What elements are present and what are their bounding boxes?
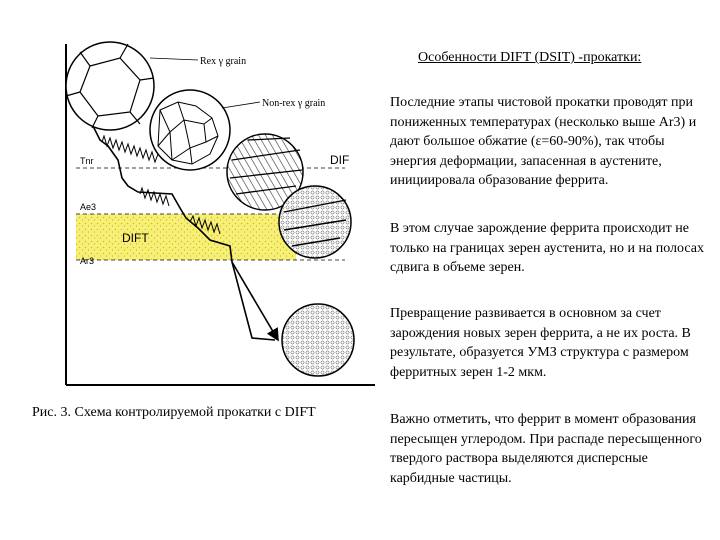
rolling-pass-3 [189,214,221,235]
process-arrow [231,261,279,342]
dift-zone [76,214,296,260]
non-rex-grain-micrograph [149,89,231,171]
rex-grain-label: Rex γ grain [200,56,246,67]
ultrafine-ferrite-micrograph [281,303,355,377]
rex-grain-micrograph [65,41,155,131]
dift-zone-label: DIFT [122,231,149,245]
figure-caption: Рис. 3. Схема контролируемой прокатки с … [32,405,316,420]
paragraph-4: Важно отметить, что феррит в момент обра… [390,412,702,486]
paragraph-2: В этом случае зарождение феррита происхо… [390,221,704,275]
tnr-label: Tnr [80,156,94,166]
dif-label: DIF [330,153,349,167]
deformed-grain-micrograph [226,133,304,211]
section-heading: Особенности DIFT (DSIT) -прокатки: [418,50,642,65]
rex-grain-pointer [149,57,199,61]
ae3-label: Ae3 [80,202,96,212]
ferrite-nucleation-micrograph [278,185,352,259]
non-rex-grain-label: Non-rex γ grain [262,98,325,109]
ar3-label: Ar3 [80,256,94,266]
rolling-pass-2 [139,186,170,207]
rolling-pass-1 [101,134,159,164]
non-rex-grain-pointer [221,101,261,109]
paragraph-3: Превращение развивается в основном за сч… [390,306,691,380]
paragraph-1: Последние этапы чистовой прокатки провод… [390,95,697,188]
